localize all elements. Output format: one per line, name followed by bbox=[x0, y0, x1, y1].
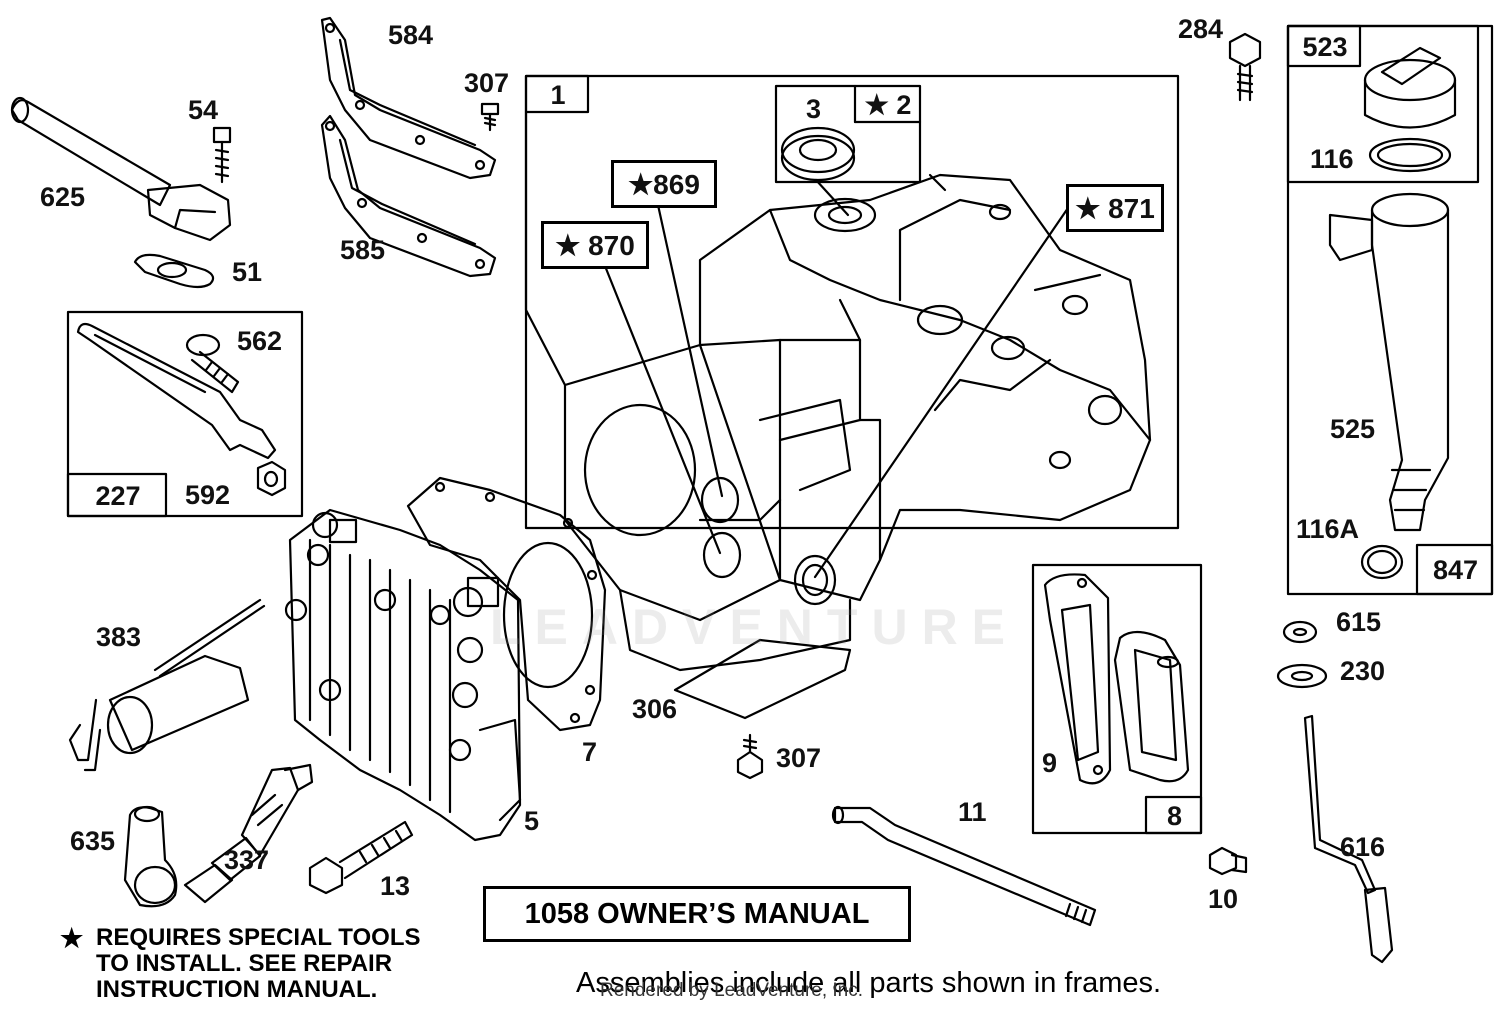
part-label-592: 592 bbox=[185, 480, 231, 510]
bolt-284-icon bbox=[1228, 32, 1262, 102]
frame-523 bbox=[1286, 24, 1480, 184]
frame-label-8: 8 bbox=[1166, 800, 1183, 831]
part-label-116a: 116A bbox=[1296, 514, 1360, 544]
gasket-306-icon bbox=[673, 638, 852, 720]
watermark: LEADVENTURE bbox=[490, 599, 1020, 655]
head-gasket-icon bbox=[406, 476, 607, 732]
gasket-9-icon bbox=[1043, 573, 1112, 785]
star-icon: ★ bbox=[60, 923, 84, 953]
part-label-525: 525 bbox=[1330, 414, 1376, 444]
part-label-307b: 307 bbox=[776, 743, 822, 773]
bolt-13-icon bbox=[308, 820, 414, 895]
frame-227 bbox=[66, 310, 304, 518]
nut-592-icon bbox=[256, 460, 287, 497]
frame-8 bbox=[1031, 563, 1203, 835]
part-label-625: 625 bbox=[40, 182, 86, 212]
rendered-by-note: Rendered by LeadVenture, Inc. bbox=[600, 980, 864, 1001]
frame-label-847: 847 bbox=[1432, 555, 1479, 585]
intake-tube-625-icon bbox=[10, 96, 232, 242]
part-label-584: 584 bbox=[388, 20, 434, 50]
frame-label-1: 1 bbox=[550, 79, 566, 110]
frame-label-227: 227 bbox=[95, 480, 141, 511]
special-tool-label-869: ★869 bbox=[611, 160, 717, 208]
part-label-616: 616 bbox=[1340, 832, 1386, 862]
part-label-54: 54 bbox=[188, 95, 219, 125]
part-label-383: 383 bbox=[96, 622, 142, 652]
tube-11-icon bbox=[831, 805, 1097, 927]
part-label-284: 284 bbox=[1178, 14, 1224, 44]
part-label-230: 230 bbox=[1340, 656, 1386, 686]
owners-manual-label: 1058 OWNER’S MANUAL bbox=[483, 886, 911, 942]
frame-847 bbox=[1286, 24, 1494, 596]
part-label-306: 306 bbox=[632, 694, 678, 724]
frame-label-523: 523 bbox=[1302, 31, 1348, 62]
part-label-10: 10 bbox=[1208, 884, 1239, 914]
intake-gasket-585-icon bbox=[320, 114, 497, 278]
cylinder-head-icon bbox=[284, 508, 522, 842]
part-label-585: 585 bbox=[340, 235, 386, 265]
special-tool-label-871: ★ 871 bbox=[1066, 184, 1164, 232]
part-label-13: 13 bbox=[380, 871, 411, 901]
spark-plug-icon bbox=[183, 763, 314, 904]
special-tool-label-870: ★ 870 bbox=[541, 221, 649, 269]
dipstick-cap-icon bbox=[1363, 46, 1457, 173]
part-label-9: 9 bbox=[1042, 748, 1058, 778]
dipstick-616-icon bbox=[1303, 714, 1394, 964]
bolt-10-icon bbox=[1208, 846, 1248, 876]
screw-54-icon bbox=[212, 126, 232, 184]
part-label-51: 51 bbox=[232, 257, 263, 287]
part-label-5: 5 bbox=[524, 806, 540, 836]
footnote-line-2: TO INSTALL. SEE REPAIR bbox=[96, 950, 393, 977]
special-tools-footnote: ★ REQUIRES SPECIAL TOOLS TO INSTALL. SEE… bbox=[60, 925, 421, 1003]
part-label-3: 3 bbox=[806, 94, 822, 124]
footnote-line-1: REQUIRES SPECIAL TOOLS bbox=[96, 924, 421, 951]
footnote-line-3: INSTRUCTION MANUAL. bbox=[96, 976, 378, 1003]
cylinder-block-icon bbox=[563, 173, 1152, 672]
bolt-307-icon bbox=[480, 102, 500, 132]
breather-tube-icon bbox=[68, 598, 266, 772]
bolt-307b-icon bbox=[736, 733, 764, 780]
part-label-337: 337 bbox=[224, 845, 270, 875]
washer-615-icon bbox=[1282, 620, 1318, 644]
governor-lever-icon bbox=[76, 322, 277, 460]
frame-2-3 bbox=[774, 84, 922, 184]
part-label-615: 615 bbox=[1336, 607, 1382, 637]
part-label-562: 562 bbox=[237, 326, 283, 356]
frame-label-2: ★ 2 bbox=[864, 89, 912, 120]
part-label-307: 307 bbox=[464, 68, 510, 98]
gasket-51-icon bbox=[133, 253, 215, 289]
part-label-7: 7 bbox=[582, 737, 598, 767]
assemblies-note: Assemblies include all parts shown in fr… bbox=[576, 967, 1162, 999]
oil-seal-icon bbox=[780, 126, 856, 182]
intake-gasket-584-icon bbox=[320, 16, 497, 180]
spark-plug-boot-icon bbox=[123, 805, 178, 908]
washer-230-icon bbox=[1276, 663, 1328, 689]
cover-8-icon bbox=[1113, 630, 1190, 783]
part-label-635: 635 bbox=[70, 826, 116, 856]
part-label-11: 11 bbox=[958, 797, 987, 827]
part-label-116: 116 bbox=[1310, 144, 1354, 174]
dipstick-tube-icon bbox=[1328, 192, 1450, 580]
screw-562-icon bbox=[185, 333, 240, 394]
